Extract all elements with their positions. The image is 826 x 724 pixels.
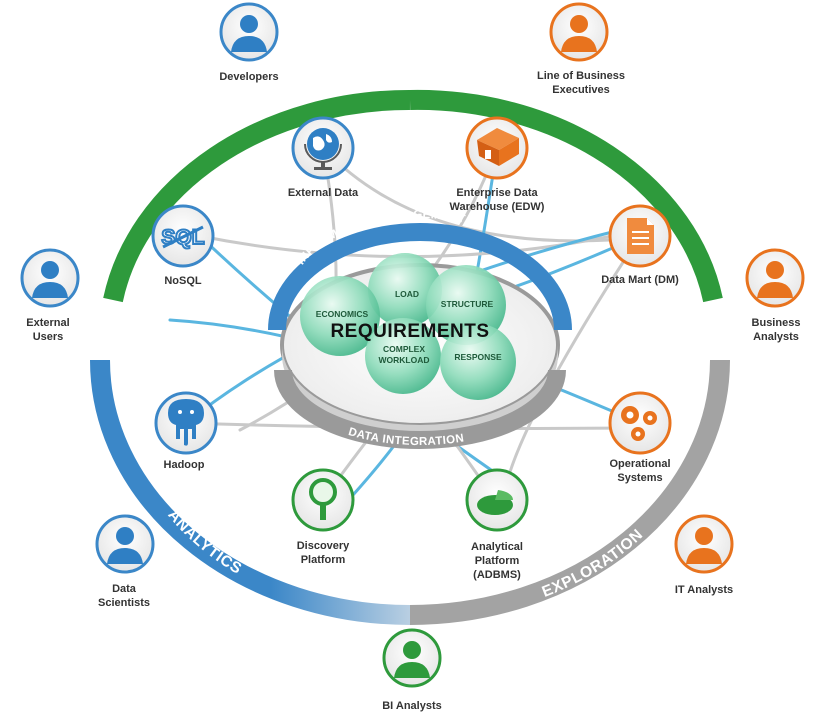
- node-analytical-platform[interactable]: [465, 468, 529, 532]
- node-hadoop[interactable]: [154, 391, 218, 455]
- label-business-analysts-line1: Business: [752, 317, 801, 329]
- label-data-scientists-line2: Scientists: [98, 597, 150, 609]
- gears-icon: [621, 406, 657, 441]
- user-lob-executives[interactable]: [549, 2, 609, 62]
- arc-exploration: [409, 359, 730, 625]
- node-data-mart[interactable]: [608, 204, 672, 268]
- label-business-analysts-line2: Analysts: [753, 331, 799, 343]
- label-external-data: External Data: [288, 187, 359, 199]
- user-bi-analysts[interactable]: [382, 628, 442, 688]
- ring-information-management: [268, 223, 572, 331]
- bubble-label-economics: ECONOMICS: [316, 309, 369, 319]
- node-nosql[interactable]: SQL: [151, 204, 215, 268]
- label-edw-line1: Enterprise Data: [456, 187, 538, 199]
- label-discovery-platform-line2: Platform: [301, 554, 346, 566]
- warehouse-icon: [477, 128, 519, 166]
- arc-operational-analytics: [103, 89, 411, 303]
- label-nosql: NoSQL: [164, 275, 202, 287]
- executive-person-icon: [561, 15, 597, 52]
- label-external-users-line1: External: [26, 317, 69, 329]
- developer-person-icon: [231, 15, 267, 52]
- bubble-economics: [300, 276, 380, 356]
- node-external-data[interactable]: [291, 116, 355, 180]
- label-bi-analysts: BI Analysts: [382, 700, 442, 712]
- globe-icon: [304, 128, 342, 170]
- label-external-users-line2: Users: [33, 331, 64, 343]
- arc-analytics: [90, 359, 411, 625]
- label-lob-executives-line1: Line of Business: [537, 70, 625, 82]
- bubble-label-response: RESPONSE: [454, 352, 502, 362]
- label-developers: Developers: [219, 71, 278, 83]
- label-it-analysts: IT Analysts: [675, 584, 733, 596]
- svg-text:EXPLORATION: EXPLORATION: [540, 526, 647, 601]
- label-analytical-platform-line3: (ADBMS): [473, 569, 521, 581]
- bubble-label-structure: STRUCTURE: [441, 299, 494, 309]
- user-it-analysts[interactable]: [674, 514, 734, 574]
- user-external-users[interactable]: [20, 248, 80, 308]
- bubble-label-workload: WORKLOAD: [379, 355, 430, 365]
- sql-icon: SQL: [160, 225, 205, 250]
- bi-analyst-person-icon: [394, 641, 430, 678]
- node-operational-systems[interactable]: [608, 391, 672, 455]
- label-operational-systems-line2: Systems: [617, 472, 662, 484]
- node-edw[interactable]: [465, 116, 529, 180]
- data-scientist-person-icon: [107, 527, 143, 564]
- label-data-mart: Data Mart (DM): [601, 274, 679, 286]
- label-edw-line2: Warehouse (EDW): [450, 201, 545, 213]
- bubble-label-load: LOAD: [395, 289, 419, 299]
- bubble-label-complex: COMPLEX: [383, 344, 425, 354]
- business-analyst-person-icon: [757, 261, 793, 298]
- bubble-complex-workload: [365, 318, 441, 394]
- magnifier-icon: [309, 478, 337, 520]
- it-analyst-person-icon: [686, 527, 722, 564]
- ring-data-integration: [274, 369, 566, 449]
- svg-text:ANALYTICS: ANALYTICS: [164, 507, 244, 578]
- outer-ring: [90, 89, 730, 625]
- pie-chart-icon: [477, 490, 514, 515]
- requirement-bubbles: [300, 253, 516, 400]
- label-exploration: EXPLORATION: [540, 526, 646, 601]
- document-icon: [627, 218, 654, 254]
- node-discovery-platform[interactable]: [291, 468, 355, 532]
- bubble-load: [368, 253, 442, 327]
- center-title: REQUIREMENTS: [330, 321, 489, 342]
- label-discovery-platform-line1: Discovery: [297, 540, 350, 552]
- label-analytical-platform-line1: Analytical: [471, 541, 523, 553]
- arc-operational-processing: [409, 89, 723, 303]
- elephant-icon: [168, 399, 204, 446]
- user-developers[interactable]: [219, 2, 279, 62]
- user-business-analysts[interactable]: [745, 248, 805, 308]
- bubble-response: [440, 324, 516, 400]
- label-hadoop: Hadoop: [164, 459, 205, 471]
- label-analytics: ANALYTICS: [164, 507, 244, 578]
- label-operational-systems-line1: Operational: [609, 458, 670, 470]
- label-analytical-platform-line2: Platform: [475, 555, 520, 567]
- label-lob-executives-line2: Executives: [552, 84, 609, 96]
- user-data-scientists[interactable]: [95, 514, 155, 574]
- external-user-person-icon: [32, 261, 68, 298]
- label-data-scientists-line1: Data: [112, 583, 137, 595]
